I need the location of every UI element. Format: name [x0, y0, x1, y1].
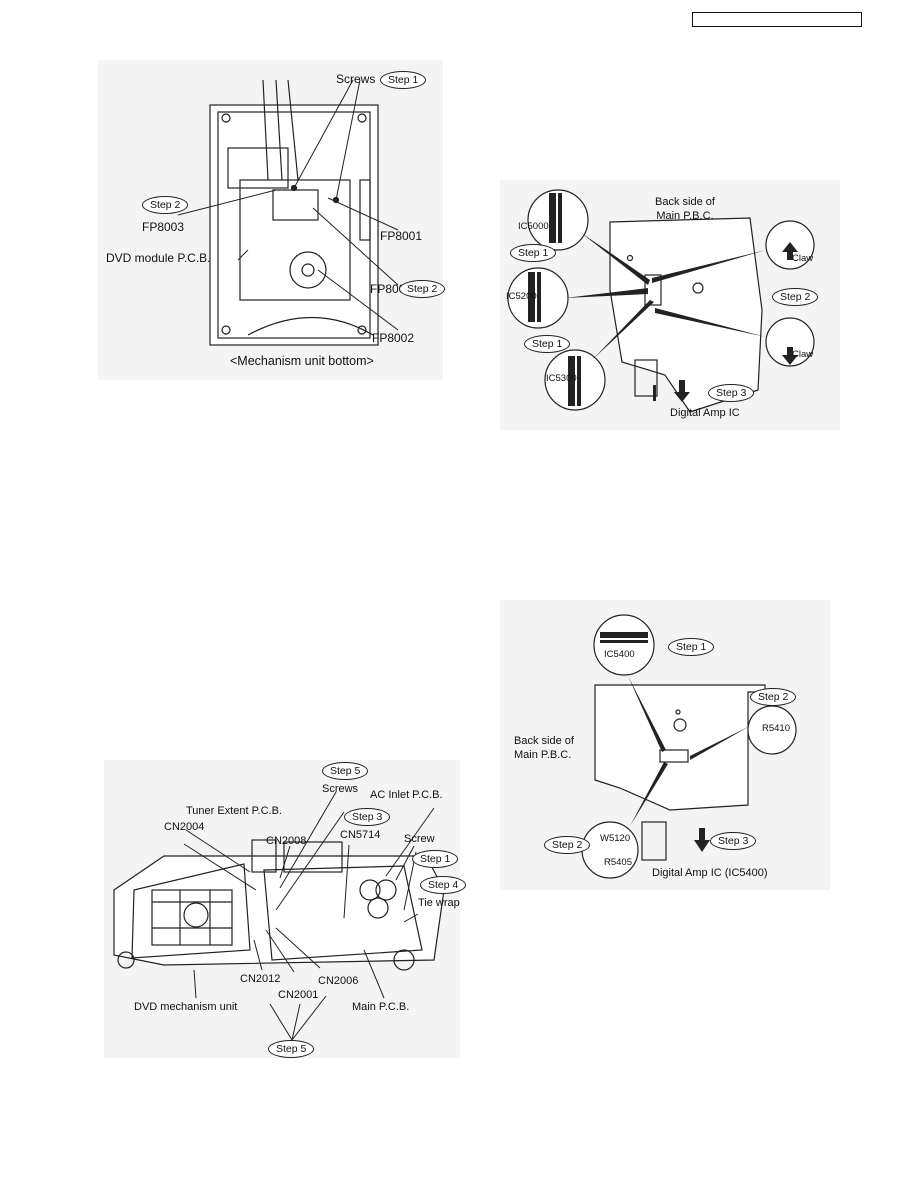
step5-badge-top: Step 5 [322, 762, 369, 780]
r5405-label: R5405 [604, 857, 632, 868]
mechanism-unit-drawing [177, 79, 399, 346]
step1-badge-b: Step 1 [524, 335, 571, 353]
step1-badge: Step 1 [412, 850, 459, 868]
w5120-label: W5120 [600, 833, 631, 844]
main-pcb-label: Main P.C.B. [352, 1001, 410, 1013]
digital-amp-drawing [581, 614, 797, 879]
figure-digital-amp-ic5400: IC5400 Step 1 Step 2 Back side of Main P… [500, 600, 830, 890]
step1-badge: Step 1 [380, 71, 427, 89]
back-side-label: Back side of Main P.B.C. [514, 735, 574, 761]
step3-badge: Step 3 [710, 832, 757, 850]
cn2001-label: CN2001 [278, 989, 319, 1001]
step3-badge: Step 3 [708, 384, 755, 402]
screw-label: Screw [404, 833, 435, 845]
cn5714-label: CN5714 [340, 829, 381, 841]
step3-badge: Step 3 [344, 808, 391, 826]
tie-wrap-label: Tie wrap [418, 897, 460, 909]
figure-main-unit-overview: Step 5 Screws AC Inlet P.C.B. Tuner Exte… [104, 760, 467, 1058]
step1-badge-a: Step 1 [510, 244, 557, 262]
fp8003-label: FP8003 [142, 220, 185, 234]
step5-badge-bottom: Step 5 [268, 1040, 315, 1058]
dvd-module-pcb-label: DVD module P.C.B. [106, 251, 211, 265]
fp8001-label: FP8001 [380, 229, 423, 243]
step4-badge: Step 4 [420, 876, 467, 894]
step2-badge-left: Step 2 [544, 836, 591, 854]
header-box [692, 12, 862, 27]
step2-badge: Step 2 [772, 288, 819, 306]
cn2008-label: CN2008 [266, 835, 307, 847]
step2-badge-right: Step 2 [750, 688, 797, 706]
figure-main-pbc-back-ic: Back side of Main P.B.C. IC5000 Step 1 I… [500, 180, 840, 430]
main-unit-drawing [113, 791, 445, 1041]
ic5200-label: IC5200 [506, 291, 537, 302]
screws-label: Screws [336, 72, 376, 86]
claw-label-up: Claw [792, 253, 814, 264]
fp8002-label: FP8002 [372, 331, 415, 345]
claw-label-down: Claw [792, 349, 814, 360]
cn2006-label: CN2006 [318, 975, 359, 987]
screws-label: Screws [322, 783, 359, 795]
step2-badge-right: Step 2 [399, 280, 446, 298]
ic5300-label: IC5300 [546, 373, 577, 384]
r5410-label: R5410 [762, 723, 790, 734]
cn2004-label: CN2004 [164, 821, 205, 833]
ac-inlet-pcb-label: AC Inlet P.C.B. [370, 789, 443, 801]
figure-caption: <Mechanism unit bottom> [230, 354, 374, 368]
ic5000-label: IC5000 [518, 221, 549, 232]
figure-mechanism-bottom: Screws Step 1 Step 2 FP8003 DVD module P… [98, 60, 446, 380]
step1-badge: Step 1 [668, 638, 715, 656]
dvd-mechanism-unit-label: DVD mechanism unit [134, 1001, 238, 1013]
step2-badge: Step 2 [142, 196, 189, 214]
ic5400-label: IC5400 [604, 649, 635, 660]
cn2012-label: CN2012 [240, 973, 281, 985]
tuner-extent-pcb-label: Tuner Extent P.C.B. [186, 805, 282, 817]
main-pbc-back-drawing [507, 189, 815, 413]
digital-amp-ic-label: Digital Amp IC [670, 407, 740, 419]
back-side-label: Back side of Main P.B.C. [655, 196, 715, 222]
digital-amp-ic-label: Digital Amp IC (IC5400) [652, 867, 768, 879]
